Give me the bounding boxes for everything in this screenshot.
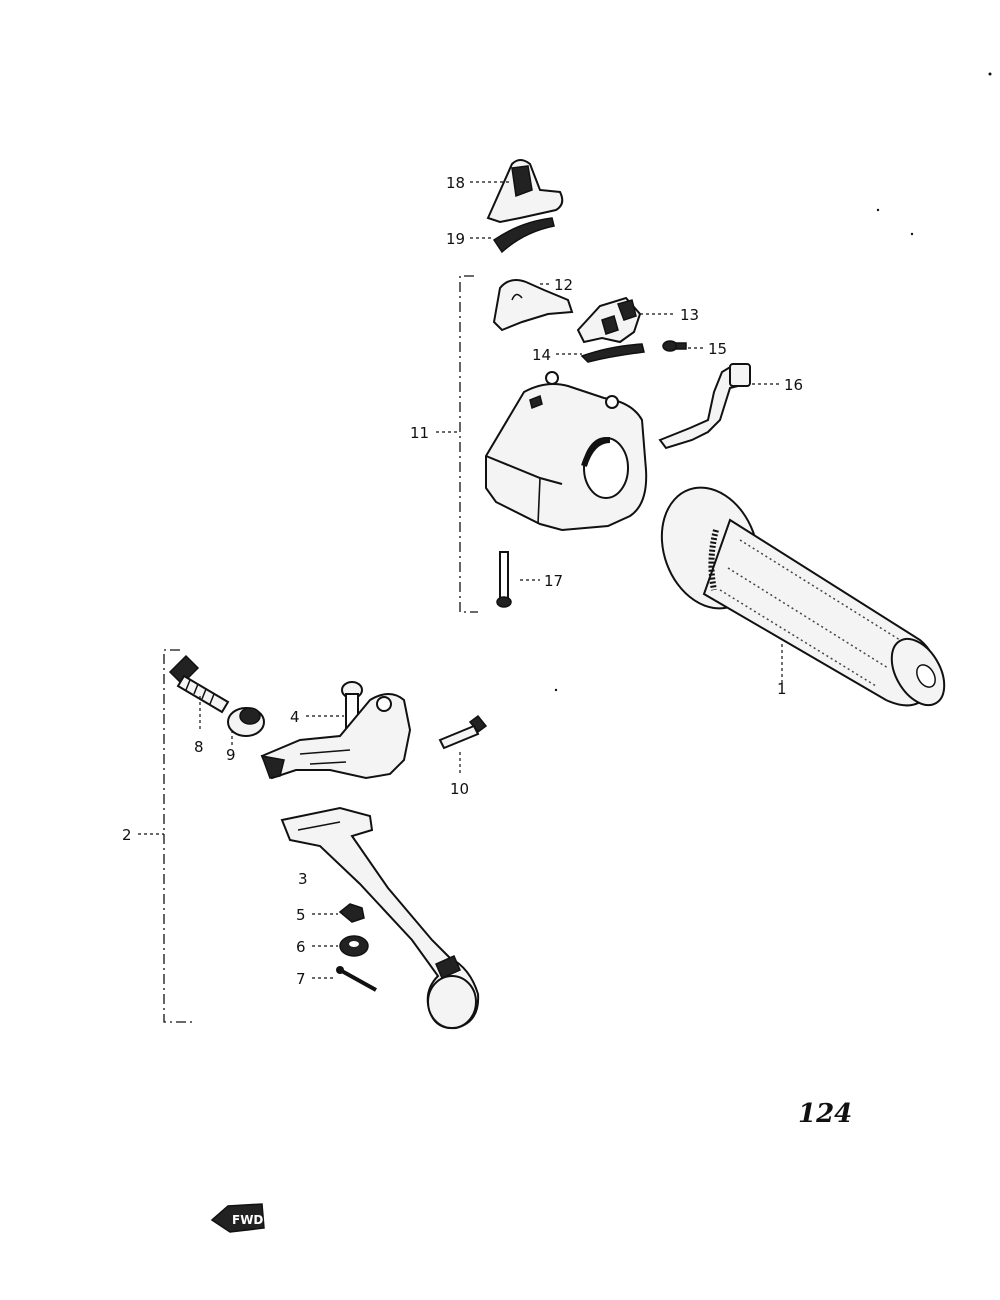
part-1-grip	[660, 486, 946, 707]
callout-18: 18	[446, 174, 465, 192]
callout-7: 7	[296, 970, 306, 988]
callout-2: 2	[122, 826, 132, 844]
callout-13: 13	[680, 306, 699, 324]
forward-arrow-icon: FWD	[210, 1203, 265, 1233]
part-10-screw	[438, 714, 488, 750]
part-19-switch-plate	[492, 217, 555, 254]
callout-1: 1	[777, 680, 787, 698]
callout-14: 14	[532, 346, 551, 364]
callout-11: 11	[410, 424, 429, 442]
part-5-collar	[338, 903, 365, 923]
scan-speck	[988, 72, 992, 76]
part-12-cap	[492, 279, 574, 332]
part-14-plate	[580, 343, 645, 363]
forward-label: FWD	[232, 1213, 263, 1227]
part-13-switch	[576, 296, 642, 344]
part-7-cotter-pin	[336, 966, 377, 992]
lever-holder	[260, 693, 412, 780]
callout-5: 5	[296, 906, 306, 924]
callout-6: 6	[296, 938, 306, 956]
scan-speck	[910, 232, 914, 236]
switch-housing	[485, 371, 648, 532]
part-16-lever	[658, 363, 751, 450]
callout-9: 9	[226, 746, 236, 764]
bracket-11	[459, 275, 478, 613]
callout-8: 8	[194, 738, 204, 756]
part-17-screw	[496, 551, 512, 608]
scan-speck	[554, 688, 558, 692]
callout-12: 12	[554, 276, 573, 294]
part-3-lever	[280, 806, 480, 1030]
callout-19: 19	[446, 230, 465, 248]
callout-15: 15	[708, 340, 727, 358]
callout-3: 3	[298, 870, 308, 888]
part-9-nut	[227, 707, 265, 737]
part-6-nut	[339, 935, 369, 957]
callout-10: 10	[450, 780, 469, 798]
page-number: 124	[798, 1099, 852, 1129]
callout-17: 17	[544, 572, 563, 590]
callout-16: 16	[784, 376, 803, 394]
scan-speck	[876, 208, 880, 212]
part-15-screw	[662, 340, 687, 352]
bracket-2	[163, 649, 192, 1023]
callout-4: 4	[290, 708, 300, 726]
part-8-bolt	[168, 654, 230, 714]
part-18-switch-cap	[486, 159, 564, 224]
